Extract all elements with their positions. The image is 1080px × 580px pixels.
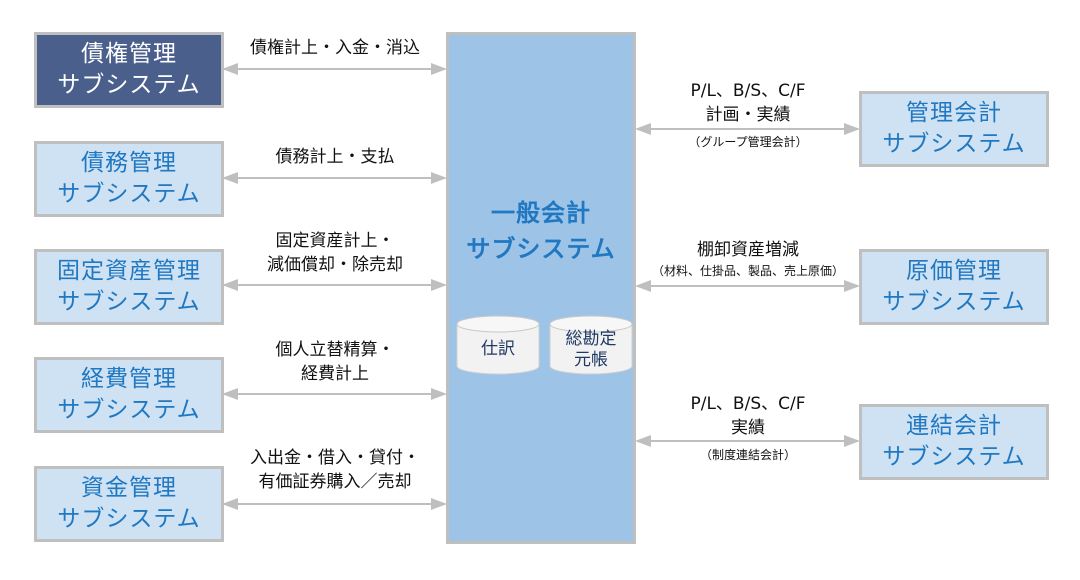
subsystem-cost-management[interactable]: 原価管理 サブシステム <box>859 249 1049 325</box>
subsystem-fixed-assets-line1: 固定資産管理 <box>57 258 201 284</box>
flow-label-consolidated-accounting-note: （制度連結会計） <box>699 448 796 462</box>
database-cylinder-icon <box>549 315 633 375</box>
subsystem-receivables-line2: サブシステム <box>57 72 201 98</box>
journal-store-label: 仕訳 <box>456 339 540 360</box>
flow-label-treasury-line1: 入出金・借入・貸付・ <box>250 448 420 468</box>
subsystem-treasury[interactable]: 資金管理 サブシステム <box>34 466 224 542</box>
flow-label-treasury-line2: 有価証券購入／売却 <box>258 472 412 492</box>
flow-label-expenses-line2: 経費計上 <box>301 364 369 384</box>
subsystem-receivables[interactable]: 債権管理 サブシステム <box>34 32 224 108</box>
subsystem-management-accounting-line2: サブシステム <box>882 131 1026 157</box>
journal-store-label-line1: 仕訳 <box>481 339 515 359</box>
general-accounting-title-line2: サブシステム <box>466 235 616 263</box>
flow-label-cost-management: 棚卸資産増減 （材料、仕掛品、製品、売上原価） <box>637 238 859 280</box>
subsystem-fixed-assets-line2: サブシステム <box>57 289 201 315</box>
flow-label-management-accounting-line2: 計画・実績 <box>705 105 791 125</box>
flow-label-receivables: 債権計上・入金・消込 <box>224 36 446 60</box>
flow-label-cost-management-line1: 棚卸資産増減 <box>697 240 799 260</box>
flow-label-payables-line1: 債務計上・支払 <box>275 147 395 167</box>
subsystem-payables-line2: サブシステム <box>57 181 201 207</box>
flow-label-consolidated-accounting-line1: P/L、B/S、C/F <box>690 394 806 414</box>
general-ledger-store[interactable]: 総勘定 元帳 <box>549 315 633 375</box>
flow-label-consolidated-accounting: P/L、B/S、C/F 実績 （制度連結会計） <box>637 392 859 464</box>
subsystem-payables-line1: 債務管理 <box>81 150 177 176</box>
subsystem-receivables-line1: 債権管理 <box>81 41 177 67</box>
general-ledger-store-label-line1: 総勘定 <box>565 329 617 349</box>
subsystem-treasury-line1: 資金管理 <box>81 475 177 501</box>
flow-label-payables: 債務計上・支払 <box>224 145 446 169</box>
subsystem-expenses[interactable]: 経費管理 サブシステム <box>34 357 224 433</box>
subsystem-cost-management-line1: 原価管理 <box>906 258 1002 284</box>
flow-label-receivables-line1: 債権計上・入金・消込 <box>250 38 420 58</box>
flow-label-expenses: 個人立替精算・ 経費計上 <box>224 338 446 386</box>
subsystem-management-accounting[interactable]: 管理会計 サブシステム <box>859 91 1049 167</box>
subsystem-expenses-line2: サブシステム <box>57 397 201 423</box>
flow-label-treasury: 入出金・借入・貸付・ 有価証券購入／売却 <box>224 446 446 494</box>
general-accounting-subsystem[interactable]: 一般会計 サブシステム 仕訳 総勘定 元帳 <box>446 32 636 544</box>
subsystem-cost-management-line2: サブシステム <box>882 289 1026 315</box>
subsystem-consolidated-accounting-line1: 連結会計 <box>906 413 1002 439</box>
flow-label-management-accounting: P/L、B/S、C/F 計画・実績 （グループ管理会計） <box>637 79 859 151</box>
flow-label-fixed-assets-line1: 固定資産計上・ <box>275 231 395 251</box>
flow-label-cost-management-note: （材料、仕掛品、製品、売上原価） <box>651 264 844 278</box>
subsystem-consolidated-accounting[interactable]: 連結会計 サブシステム <box>859 404 1049 480</box>
subsystem-payables[interactable]: 債務管理 サブシステム <box>34 141 224 217</box>
subsystem-consolidated-accounting-line2: サブシステム <box>882 444 1026 470</box>
subsystem-expenses-line1: 経費管理 <box>81 366 177 392</box>
flow-label-expenses-line1: 個人立替精算・ <box>275 340 395 360</box>
journal-store[interactable]: 仕訳 <box>456 315 540 375</box>
general-ledger-store-label: 総勘定 元帳 <box>549 329 633 371</box>
flow-label-management-accounting-line1: P/L、B/S、C/F <box>690 81 806 101</box>
flow-label-fixed-assets-line2: 減価償却・除売却 <box>267 255 403 275</box>
database-cylinder-icon <box>456 315 540 375</box>
general-ledger-store-label-line2: 元帳 <box>574 350 608 370</box>
subsystem-management-accounting-line1: 管理会計 <box>906 100 1002 126</box>
subsystem-treasury-line2: サブシステム <box>57 506 201 532</box>
flow-label-consolidated-accounting-line2: 実績 <box>731 418 765 438</box>
flow-label-management-accounting-note: （グループ管理会計） <box>688 135 808 149</box>
general-accounting-title-line1: 一般会計 <box>491 199 591 227</box>
subsystem-fixed-assets[interactable]: 固定資産管理 サブシステム <box>34 249 224 325</box>
general-accounting-title: 一般会計 サブシステム <box>449 195 633 267</box>
flow-label-fixed-assets: 固定資産計上・ 減価償却・除売却 <box>224 229 446 277</box>
